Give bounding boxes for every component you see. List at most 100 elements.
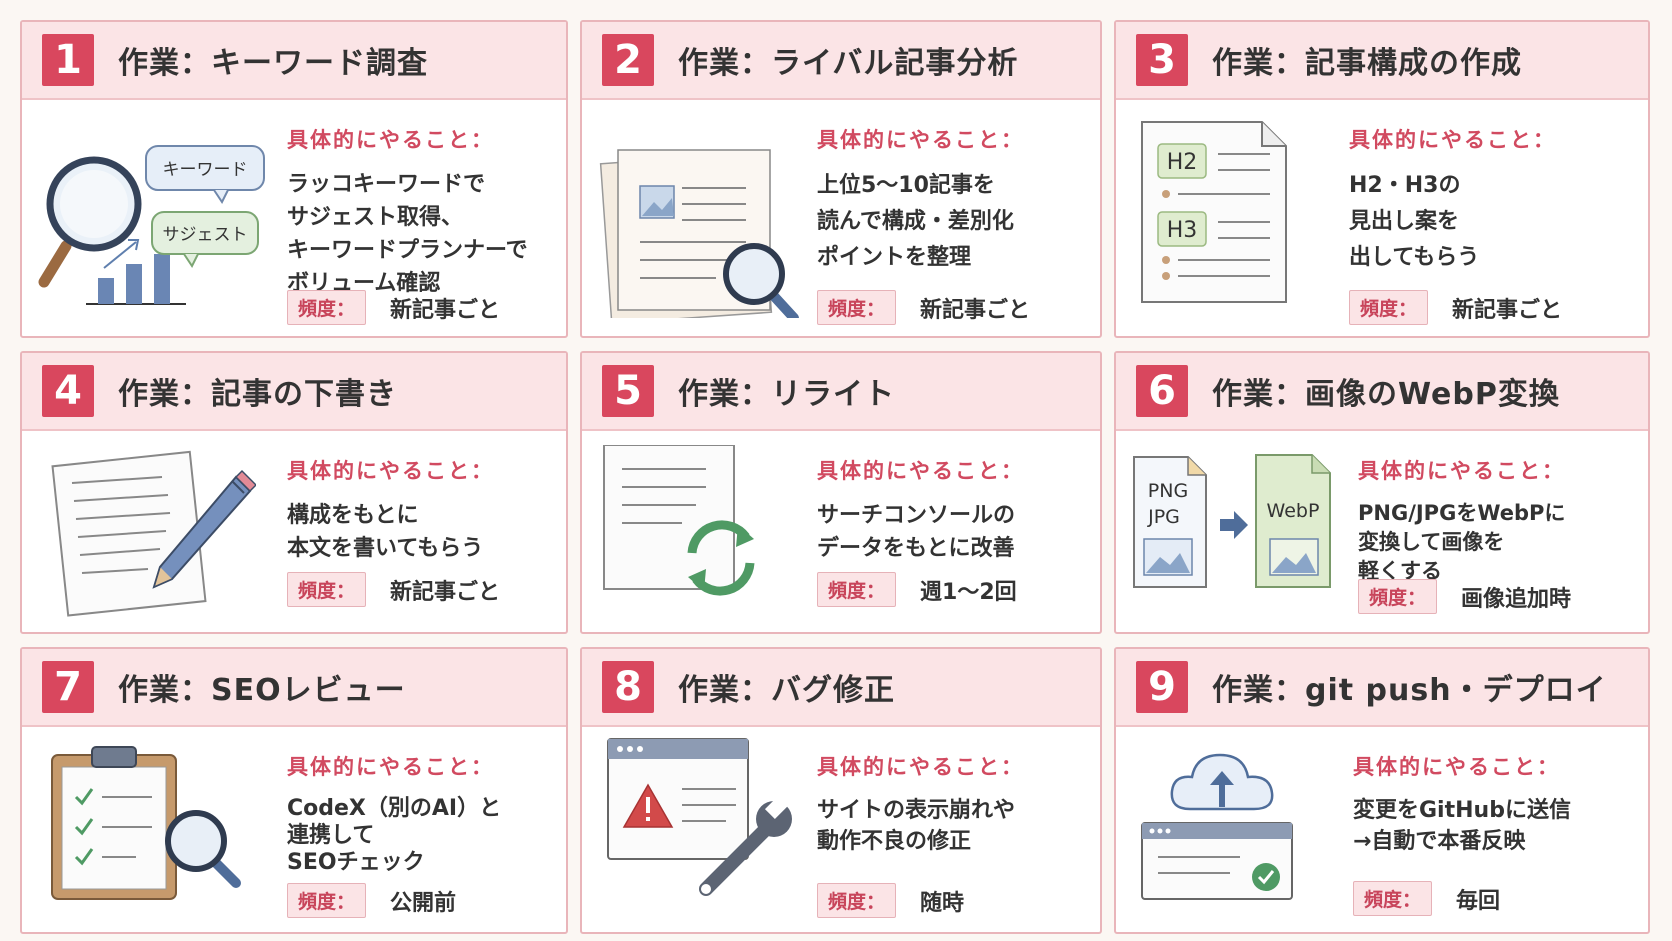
frequency-label: 頻度： — [287, 883, 367, 918]
frequency-label: 頻度： — [817, 883, 897, 918]
frequency-row: 頻度： 新記事ごと — [287, 572, 500, 607]
file-convert-icon: PNG JPG WebP — [1133, 454, 1331, 588]
card-title: 作業：記事構成の作成 — [1212, 46, 1522, 81]
frequency-value: 新記事ごと — [920, 297, 1031, 323]
card-number: 9 — [1136, 661, 1188, 713]
jpg-label: JPG — [1147, 506, 1180, 528]
card-body: 具体的にやること： PNG/JPGをWebPに 変換して画像を 軽くする — [1358, 455, 1565, 586]
card-title: 作業：SEOレビュー — [118, 673, 406, 708]
bug-fix-illustration — [607, 738, 792, 896]
card-number: 5 — [602, 365, 654, 417]
desc-line: サジェスト取得、 — [287, 205, 464, 230]
cloud-upload-icon — [1170, 753, 1274, 811]
card-header: 7 作業：SEOレビュー — [22, 649, 566, 727]
rival-analysis-illustration — [599, 149, 799, 318]
card-number: 2 — [602, 34, 654, 86]
desc-line: ポイントを整理 — [817, 245, 972, 270]
frequency-value: 新記事ごと — [390, 297, 501, 323]
card-title: 作業：キーワード調査 — [118, 46, 428, 81]
card-body: 具体的にやること： H2・H3の 見出し案を 出してもらう — [1349, 124, 1556, 276]
outline-icon: H2 H3 — [1141, 121, 1287, 303]
frequency-label: 頻度： — [1353, 881, 1433, 916]
card-description: サーチコンソールの データをもとに改善 — [817, 499, 1024, 565]
task-card-1: 1 作業：キーワード調査 キーワード — [20, 20, 568, 338]
magnifier-icon — [165, 810, 241, 888]
card-body: 具体的にやること： CodeX（別のAI）と 連携して SEOチェック — [287, 751, 501, 876]
card-header: 9 作業：git push・デプロイ — [1116, 649, 1648, 727]
desc-line: SEOチェック — [287, 850, 425, 875]
webp-conversion-illustration: PNG JPG WebP — [1133, 454, 1331, 588]
card-body: 具体的にやること： 構成をもとに 本文を書いてもらう — [287, 455, 494, 565]
frequency-row: 頻度： 新記事ごと — [287, 290, 500, 325]
card-body: 具体的にやること： ラッコキーワードで サジェスト取得、 キーワードプランナーで… — [287, 124, 528, 300]
card-subheading: 具体的にやること： — [287, 459, 494, 483]
deploy-illustration — [1141, 753, 1293, 900]
card-body: 具体的にやること： サイトの表示崩れや 動作不良の修正 — [817, 751, 1024, 857]
card-title: 作業：ライバル記事分析 — [678, 46, 1019, 81]
task-card-8: 8 作業：バグ修正 — [580, 647, 1102, 934]
magnifier-icon — [38, 156, 142, 288]
frequency-row: 頻度： 随時 — [817, 883, 964, 918]
seo-review-illustration — [51, 746, 241, 900]
desc-line: データをもとに改善 — [817, 536, 1015, 561]
png-label: PNG — [1148, 480, 1188, 502]
h3-tag: H3 — [1167, 218, 1198, 243]
card-header: 6 作業：画像のWebP変換 — [1116, 353, 1648, 431]
frequency-label: 頻度： — [287, 572, 367, 607]
frequency-value: 随時 — [920, 890, 965, 916]
card-body: 具体的にやること： 上位5〜10記事を 読んで構成・差別化 ポイントを整理 — [817, 124, 1024, 276]
outline-illustration: H2 H3 — [1141, 121, 1287, 303]
card-title: 作業：リライト — [678, 377, 895, 412]
task-card-3: 3 作業：記事構成の作成 H2 H3 — [1114, 20, 1650, 338]
draft-illustration — [51, 450, 256, 617]
rewrite-illustration — [603, 445, 755, 596]
frequency-row: 頻度： 画像追加時 — [1358, 579, 1571, 614]
desc-line: 構成をもとに — [287, 503, 419, 528]
frequency-row: 頻度： 毎回 — [1353, 881, 1500, 916]
desc-line: CodeX（別のAI）と — [287, 796, 502, 821]
pencil-icon — [152, 469, 256, 589]
magnifier-icon — [723, 243, 799, 318]
browser-window-icon — [1141, 822, 1293, 900]
frequency-label: 頻度： — [1358, 579, 1438, 614]
card-description: サイトの表示崩れや 動作不良の修正 — [817, 795, 1024, 857]
h2-tag: H2 — [1167, 150, 1198, 175]
frequency-value: 新記事ごと — [390, 579, 501, 605]
frequency-row: 頻度： 新記事ごと — [1349, 290, 1562, 325]
frequency-value: 新記事ごと — [1452, 297, 1563, 323]
desc-line: 出してもらう — [1349, 245, 1480, 270]
document-icon — [603, 445, 735, 590]
card-number: 7 — [42, 661, 94, 713]
frequency-value: 公開前 — [390, 890, 457, 916]
desc-line: キーワードプランナーで — [287, 238, 528, 263]
card-number: 1 — [42, 34, 94, 86]
frequency-value: 画像追加時 — [1461, 586, 1572, 612]
card-header: 3 作業：記事構成の作成 — [1116, 22, 1648, 100]
webp-label: WebP — [1267, 500, 1320, 522]
card-subheading: 具体的にやること： — [817, 755, 1024, 779]
card-number: 3 — [1136, 34, 1188, 86]
card-header: 5 作業：リライト — [582, 353, 1100, 431]
desc-line: →自動で本番反映 — [1353, 829, 1526, 854]
card-subheading: 具体的にやること： — [287, 755, 494, 779]
clipboard-check-icon — [51, 746, 177, 900]
card-number: 4 — [42, 365, 94, 417]
card-header: 8 作業：バグ修正 — [582, 649, 1100, 727]
desc-line: 本文を書いてもらう — [287, 536, 484, 561]
bar-chart-icon — [86, 239, 186, 305]
wrench-icon — [699, 794, 792, 896]
card-title: 作業：記事の下書き — [118, 377, 397, 412]
card-description: CodeX（別のAI）と 連携して SEOチェック — [287, 795, 501, 876]
desc-line: 動作不良の修正 — [817, 829, 972, 854]
desc-line: ラッコキーワードで — [287, 172, 486, 197]
card-number: 8 — [602, 661, 654, 713]
card-description: 変更をGitHubに送信 →自動で本番反映 — [1353, 795, 1571, 857]
desc-line: H2・H3の — [1349, 173, 1461, 198]
card-title: 作業：バグ修正 — [678, 673, 895, 708]
desc-line: 見出し案を — [1349, 209, 1460, 234]
card-header: 1 作業：キーワード調査 — [22, 22, 566, 100]
suggest-bubble: サジェスト — [151, 211, 259, 268]
desc-line: 読んで構成・差別化 — [817, 209, 1014, 234]
frequency-row: 頻度： 週1〜2回 — [817, 572, 1017, 607]
frequency-label: 頻度： — [817, 290, 897, 325]
